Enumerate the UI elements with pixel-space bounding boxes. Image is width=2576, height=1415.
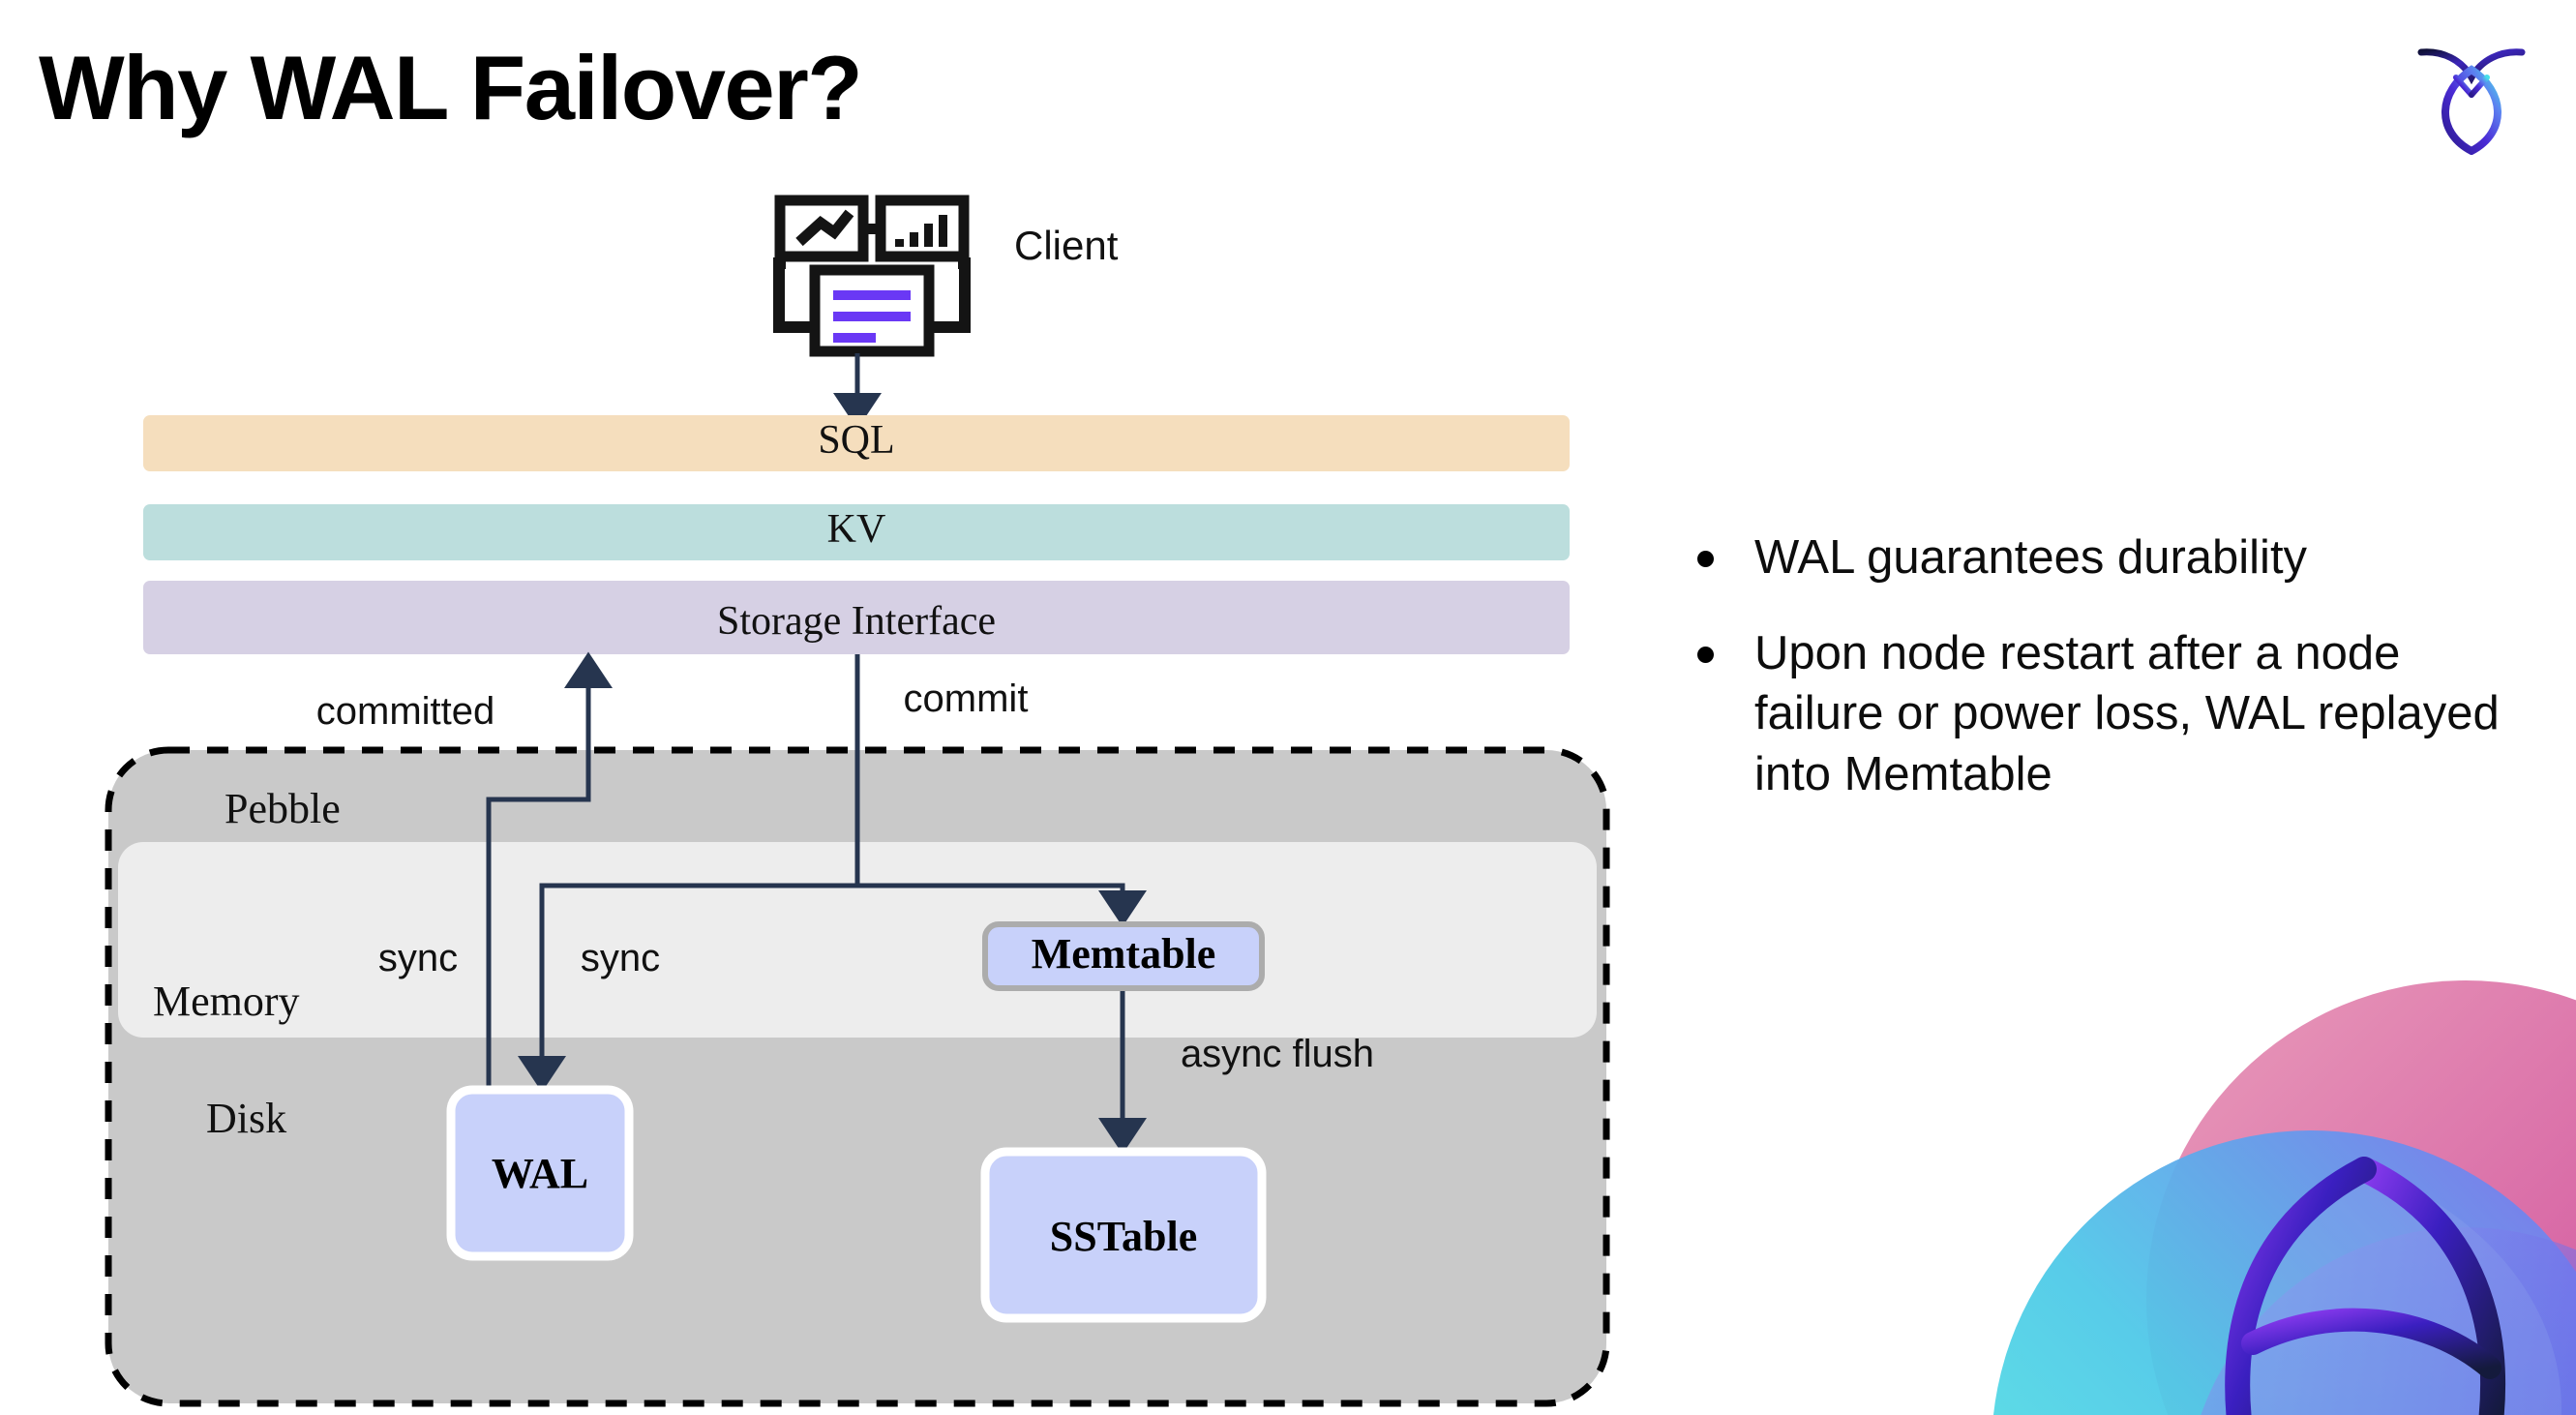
page-title: Why WAL Failover? — [39, 37, 863, 138]
arrow-commit-to-memtable — [854, 654, 1147, 927]
edge-label-commit: commit — [904, 677, 1029, 720]
node-label-sstable: SSTable — [1050, 1213, 1197, 1260]
layer-label-sql: SQL — [818, 418, 894, 463]
list-item: WAL guarantees durability — [1697, 527, 2501, 588]
cockroachdb-leaf-decoration — [1962, 927, 2576, 1415]
disk-label: Disk — [206, 1095, 286, 1142]
arrow-commit-to-wal — [518, 883, 857, 1093]
layer-bar-kv: KV — [143, 504, 1570, 560]
node-memtable[interactable]: Memtable — [982, 921, 1265, 991]
memory-label: Memory — [153, 978, 300, 1025]
client-dashboard-icon — [773, 195, 971, 357]
bullet-list: WAL guarantees durability Upon node rest… — [1697, 527, 2501, 840]
wal-architecture-diagram: Client SQL KV Storage Interface Pebble M… — [105, 195, 1610, 1407]
bullet-text: WAL guarantees durability — [1754, 531, 2308, 584]
layer-label-kv: KV — [827, 507, 886, 552]
node-label-memtable: Memtable — [1032, 930, 1216, 978]
list-item: Upon node restart after a node failure o… — [1697, 623, 2501, 805]
edge-label-sync-left: sync — [378, 937, 458, 979]
bullet-dot-icon — [1697, 646, 1714, 663]
edge-label-committed: committed — [316, 690, 495, 733]
edge-label-async-flush: async flush — [1181, 1033, 1374, 1075]
layer-label-storage-interface: Storage Interface — [717, 599, 996, 644]
bullet-text: Upon node restart after a node failure o… — [1754, 626, 2500, 801]
edge-label-sync-right: sync — [581, 937, 660, 979]
client-label: Client — [1014, 223, 1119, 268]
cockroachdb-logo-icon — [2413, 35, 2530, 156]
node-wal[interactable]: WAL — [446, 1085, 634, 1261]
pebble-label: Pebble — [225, 785, 341, 832]
bullet-dot-icon — [1697, 551, 1714, 567]
node-sstable[interactable]: SSTable — [980, 1147, 1267, 1323]
arrow-committed-to-storage — [486, 651, 613, 1092]
layer-bar-sql: SQL — [143, 415, 1570, 471]
node-label-wal: WAL — [492, 1150, 588, 1197]
layer-bar-storage-interface: Storage Interface — [143, 581, 1570, 654]
